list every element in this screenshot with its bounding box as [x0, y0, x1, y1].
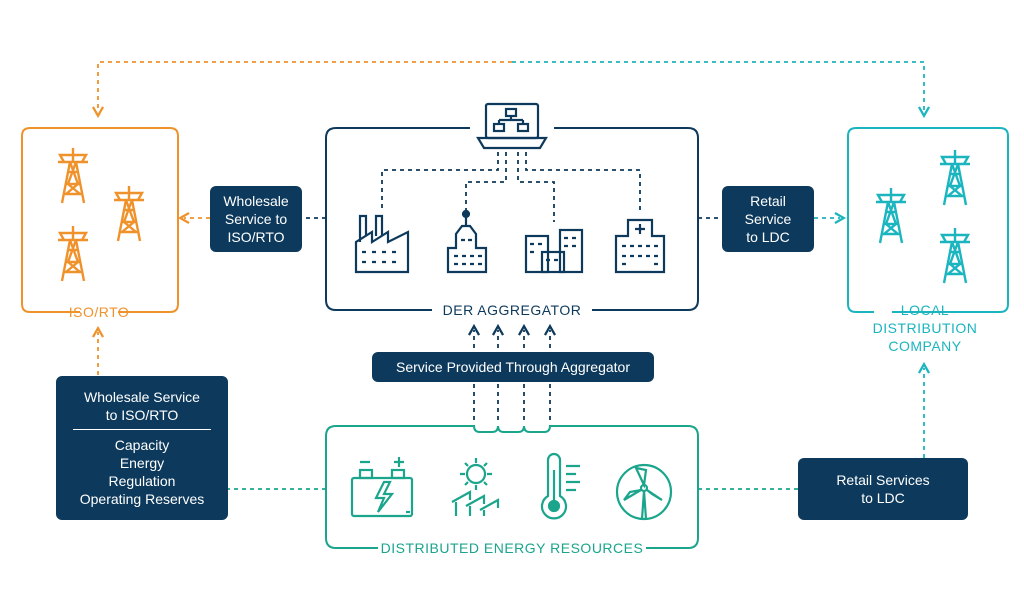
der-resources-box	[325, 425, 699, 549]
wholesale-list-item: Energy	[119, 455, 165, 471]
retail-service-badge-line-1: Retail	[750, 193, 786, 209]
wholesale-service-badge-line-1: Wholesale	[223, 193, 289, 209]
wholesale-list-item: Operating Reserves	[79, 491, 205, 507]
factory-icon	[354, 214, 410, 274]
thermostat-icon	[540, 452, 580, 520]
der-aggregator-box	[325, 127, 699, 311]
solar-panel-icon	[451, 458, 500, 516]
retail-service-badge-line-3: to LDC	[746, 229, 790, 245]
battery-icon	[350, 457, 414, 518]
wholesale-service-badge-line-2: Service to	[224, 211, 288, 227]
transmission-tower-icon	[57, 226, 89, 282]
ldc-box	[847, 127, 1009, 313]
wholesale-list-title-line-2: to ISO/RTO	[105, 407, 179, 423]
der-to-aggregator-arrows	[467, 323, 557, 420]
hospital-icon	[614, 218, 666, 274]
top-arrow-to-iso	[91, 61, 512, 119]
iso-rto-box	[21, 127, 179, 313]
ldc-label-line-1: LOCAL	[900, 302, 950, 318]
wholesale-service-badge-line-3: ISO/RTO	[227, 229, 285, 245]
retail-service-badge: Retail Service to LDC	[722, 186, 814, 252]
transmission-tower-icon	[113, 186, 145, 242]
ldc-label-line-2: DISTRIBUTION	[872, 320, 978, 336]
tower-building-icon	[446, 209, 488, 274]
transmission-tower-icon	[939, 228, 971, 284]
der-aggregator-label: DER AGGREGATOR	[442, 302, 582, 318]
office-buildings-icon	[524, 228, 584, 274]
transmission-tower-icon	[939, 150, 971, 206]
wholesale-list-item: Capacity	[114, 437, 170, 453]
wholesale-list-item: Regulation	[108, 473, 176, 489]
wholesale-list-title-line-1: Wholesale Service	[84, 389, 200, 405]
ldc-label: LOCAL DISTRIBUTION COMPANY	[850, 301, 1000, 355]
wholesale-services-list-box: Wholesale Service to ISO/RTO Capacity En…	[56, 376, 228, 520]
laptop-network-icon	[476, 102, 548, 150]
wholesale-list-divider	[73, 429, 211, 430]
wind-turbine-icon	[615, 463, 673, 521]
iso-rto-label: ISO/RTO	[68, 304, 130, 320]
transmission-tower-icon	[875, 188, 907, 244]
transmission-tower-icon	[57, 148, 89, 204]
retail-services-line-1: Retail Services	[836, 472, 930, 488]
aggregator-connectors	[381, 152, 641, 222]
service-through-aggregator-badge: Service Provided Through Aggregator	[372, 352, 654, 382]
retail-service-badge-line-2: Service	[744, 211, 792, 227]
der-resources-label: DISTRIBUTED ENERGY RESOURCES	[380, 540, 644, 556]
ldc-label-line-3: COMPANY	[888, 338, 962, 354]
retail-services-box: Retail Services to LDC	[798, 458, 968, 520]
retail-services-line-2: to LDC	[861, 490, 905, 506]
top-arrow-to-ldc	[512, 61, 931, 119]
wholesale-service-badge: Wholesale Service to ISO/RTO	[210, 186, 302, 252]
